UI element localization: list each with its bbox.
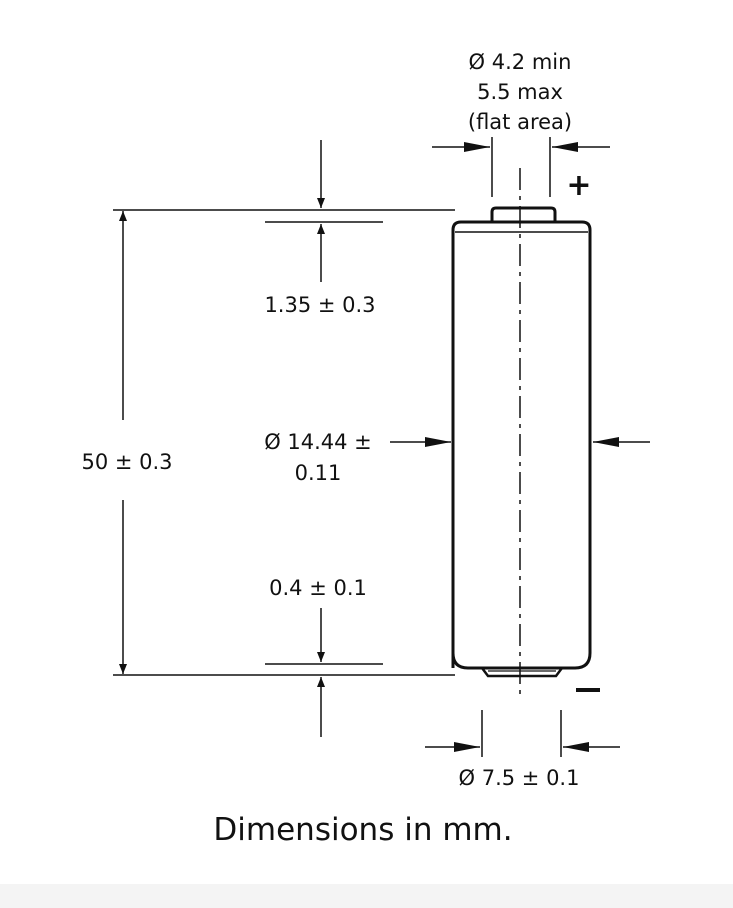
tip-diameter-label: Ø 4.2 min [469,50,572,74]
bottom-diameter-label: Ø 7.5 ± 0.1 [459,766,580,790]
bottom-recess-label: 0.4 ± 0.1 [269,576,367,600]
tip-flat-area-label: (flat area) [468,110,572,134]
footer-strip [0,884,733,908]
body-diameter-tolerance-label: 0.11 [295,461,342,485]
length-label: 50 ± 0.3 [81,450,172,474]
body-diameter-label: Ø 14.44 ± [264,430,372,454]
cap-height-label: 1.35 ± 0.3 [264,293,375,317]
caption: Dimensions in mm. [213,812,512,848]
negative-terminal-sign [576,688,600,692]
battery-body [451,206,592,678]
tip-diameter-max-label: 5.5 max [477,80,563,104]
positive-terminal-sign: + [566,168,591,203]
